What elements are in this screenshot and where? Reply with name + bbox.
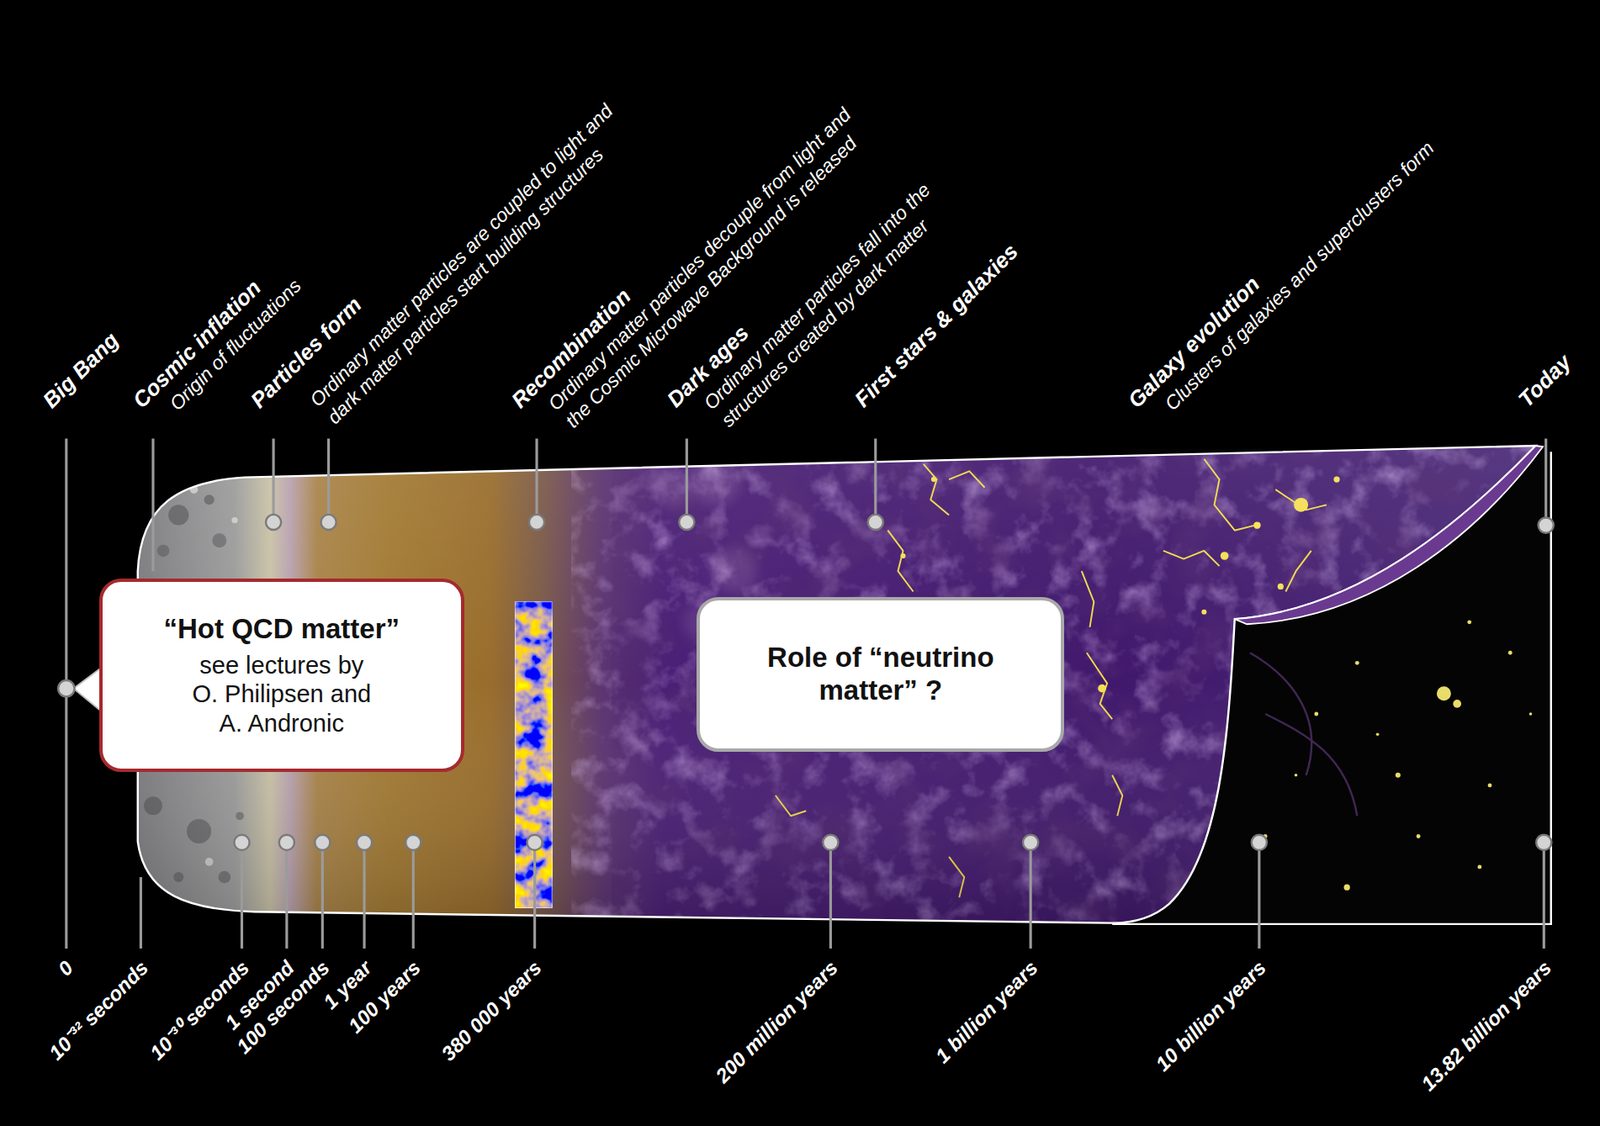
curled-back-panel [1395, 773, 1401, 779]
callout-text: see lectures by O. Philipsen and A. Andr… [187, 651, 377, 738]
time-label: 10⁻³² seconds [43, 956, 152, 1065]
curled-back-panel [1488, 783, 1493, 788]
curled-back-panel [1416, 834, 1421, 839]
time-label: 10 billion years [1151, 956, 1272, 1076]
timeline-tick [272, 439, 276, 523]
universe-band [137, 445, 1537, 924]
curled-back-panel [1436, 686, 1452, 701]
timeline-dot [279, 835, 295, 851]
timeline-tick [362, 842, 366, 949]
curled-back-panel [1467, 619, 1472, 625]
callout-title: Role of “neutrino matter” ? [718, 641, 1043, 708]
timeline-tick [321, 842, 324, 949]
timeline-dot [320, 514, 336, 530]
timeline-tick [1542, 842, 1546, 949]
event-note: Clusters of galaxies and superclusters f… [1160, 136, 1440, 416]
curled-back-panel [1477, 865, 1482, 870]
timeline-tick [829, 842, 832, 949]
time-label: 0 [53, 956, 79, 981]
timeline-tick [1029, 842, 1033, 949]
timeline-dot [1022, 835, 1039, 851]
timeline-tick [66, 439, 1547, 949]
callout-title: “Hot QCD matter” [164, 613, 401, 647]
curled-back-panel [1250, 652, 1357, 816]
timeline-dot [1251, 835, 1267, 851]
timeline-tick [874, 439, 877, 523]
timeline-tick [685, 439, 689, 523]
curled-back-panel [1344, 884, 1351, 891]
timeline-dot [405, 835, 421, 851]
timeline-tick [412, 842, 415, 949]
callout-pointer [73, 667, 102, 712]
timeline-dot [58, 514, 1554, 851]
time-label: 200 million years [710, 956, 843, 1088]
timeline-dot [233, 835, 250, 851]
timeline-tick [535, 439, 538, 523]
event-title: Big Bang [37, 327, 123, 414]
timeline-dot [822, 835, 838, 851]
event-title: Today [1512, 349, 1576, 413]
universe-band [132, 439, 1562, 929]
time-label: 1 billion years [930, 956, 1042, 1068]
timeline-dot [265, 514, 281, 530]
callout-box: “Hot QCD matter” see lectures by O. Phili… [99, 578, 465, 773]
timeline-tick [1544, 439, 1548, 526]
timeline-tick [1257, 842, 1261, 949]
curled-back-panel [1529, 712, 1533, 716]
curled-back-panel [1313, 712, 1319, 717]
time-label: 380 000 years [437, 956, 547, 1066]
timeline-dot [314, 835, 330, 851]
timeline-tick [533, 842, 536, 949]
timeline-dot [1536, 835, 1552, 851]
timeline-dot [356, 835, 372, 851]
curled-back-panel [1112, 923, 1552, 926]
timeline-dot [529, 514, 545, 530]
universe-band [1234, 445, 1543, 625]
timeline-tick [240, 842, 244, 949]
timeline-tick [139, 877, 143, 949]
timeline-dot [1538, 518, 1554, 534]
timeline-dot [58, 680, 75, 697]
time-label: 13.82 billion years [1416, 956, 1556, 1096]
curled-back-panel [1508, 651, 1513, 656]
curled-back-panel [1294, 773, 1299, 778]
timeline-tick [327, 439, 330, 523]
timeline-dot [868, 514, 884, 530]
curled-back-panel [1376, 732, 1380, 737]
timeline-tick [285, 842, 288, 949]
timeline-tick [151, 439, 154, 573]
curled-back-panel [1452, 699, 1462, 709]
universe-band [132, 439, 1562, 929]
callout-box: Role of “neutrino matter” ? [696, 597, 1065, 753]
timeline-dot [527, 835, 543, 851]
callout-pointer [73, 667, 102, 712]
curled-back-panel [1355, 661, 1360, 666]
timeline-dot [678, 514, 695, 530]
universe-band [132, 439, 1562, 929]
